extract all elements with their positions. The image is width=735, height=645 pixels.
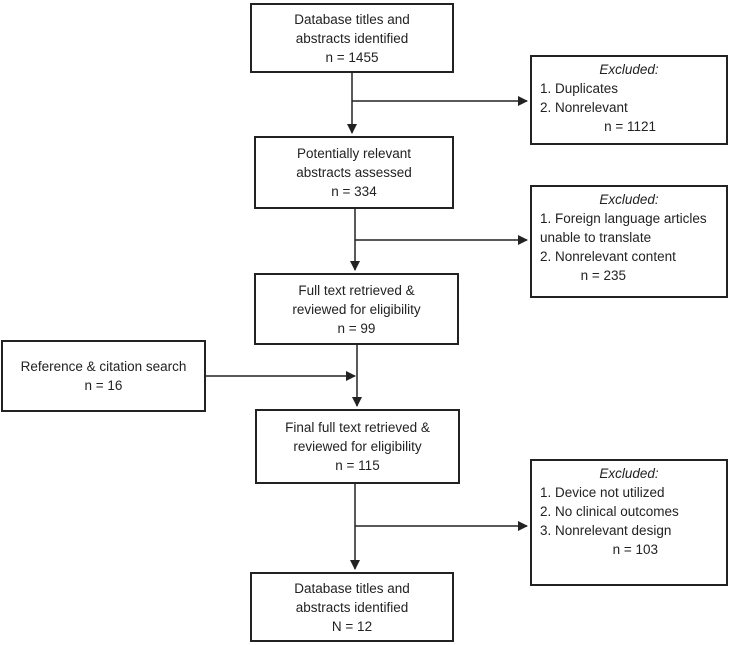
excluded-count: n = 235 <box>580 268 626 283</box>
excluded-item: 1. Foreign language articles <box>540 211 707 226</box>
excluded-item: 1. Duplicates <box>540 81 619 96</box>
box-count: N = 12 <box>331 618 373 634</box>
box-count: n = 115 <box>335 458 380 473</box>
excluded-item: 2. Nonrelevant content <box>540 249 676 264</box>
box-text-line: abstracts identified <box>295 599 409 615</box>
box-text-line: reviewed for eligibility <box>292 301 421 317</box>
box-assessed: Potentially relevant abstracts assessed … <box>254 136 454 209</box>
box-text-line: Final full text retrieved & <box>285 420 430 435</box>
box-text-line: reviewed for eligibility <box>293 439 422 454</box>
box-text-line: Database titles and <box>294 11 410 27</box>
box-text-line: abstracts assessed <box>296 165 412 180</box>
excluded-item: 3. Nonrelevant design <box>540 523 672 538</box>
box-identified: Database titles and abstracts identified… <box>250 3 454 73</box>
box-text-line: Database titles and <box>294 580 410 596</box>
excluded-item: 1. Device not utilized <box>540 485 665 500</box>
box-count: n = 334 <box>331 184 377 199</box>
excluded-count: n = 1121 <box>604 119 656 134</box>
excluded-count: n = 103 <box>612 542 658 557</box>
excluded-box-1: Excluded: 1. Duplicates 2. Nonrelevant n… <box>530 55 728 145</box>
excluded-box-2: Excluded: 1. Foreign language articles u… <box>530 185 728 298</box>
box-text-line: abstracts identified <box>295 30 409 46</box>
excluded-item: unable to translate <box>540 230 652 245</box>
box-count: n = 99 <box>337 320 376 336</box>
excluded-item: 2. No clinical outcomes <box>540 504 679 519</box>
excluded-heading: Excluded: <box>599 62 659 77</box>
excluded-box-3: Excluded: 1. Device not utilized 2. No c… <box>530 459 728 586</box>
box-text-line: Potentially relevant <box>296 146 412 161</box>
box-text-line: Reference & citation search <box>20 359 187 374</box>
excluded-item: 2. Nonrelevant <box>540 100 628 115</box>
excluded-heading: Excluded: <box>599 466 659 481</box>
box-full-text: Full text retrieved & reviewed for eligi… <box>254 273 459 345</box>
excluded-heading: Excluded: <box>599 192 659 207</box>
box-text-line: Full text retrieved & <box>298 282 415 298</box>
box-reference-search: Reference & citation search n = 16 <box>1 340 206 412</box>
box-count: n = 1455 <box>325 49 379 65</box>
box-final-full-text: Final full text retrieved & reviewed for… <box>255 409 460 484</box>
box-included: Database titles and abstracts identified… <box>250 572 454 642</box>
box-count: n = 16 <box>84 378 123 393</box>
